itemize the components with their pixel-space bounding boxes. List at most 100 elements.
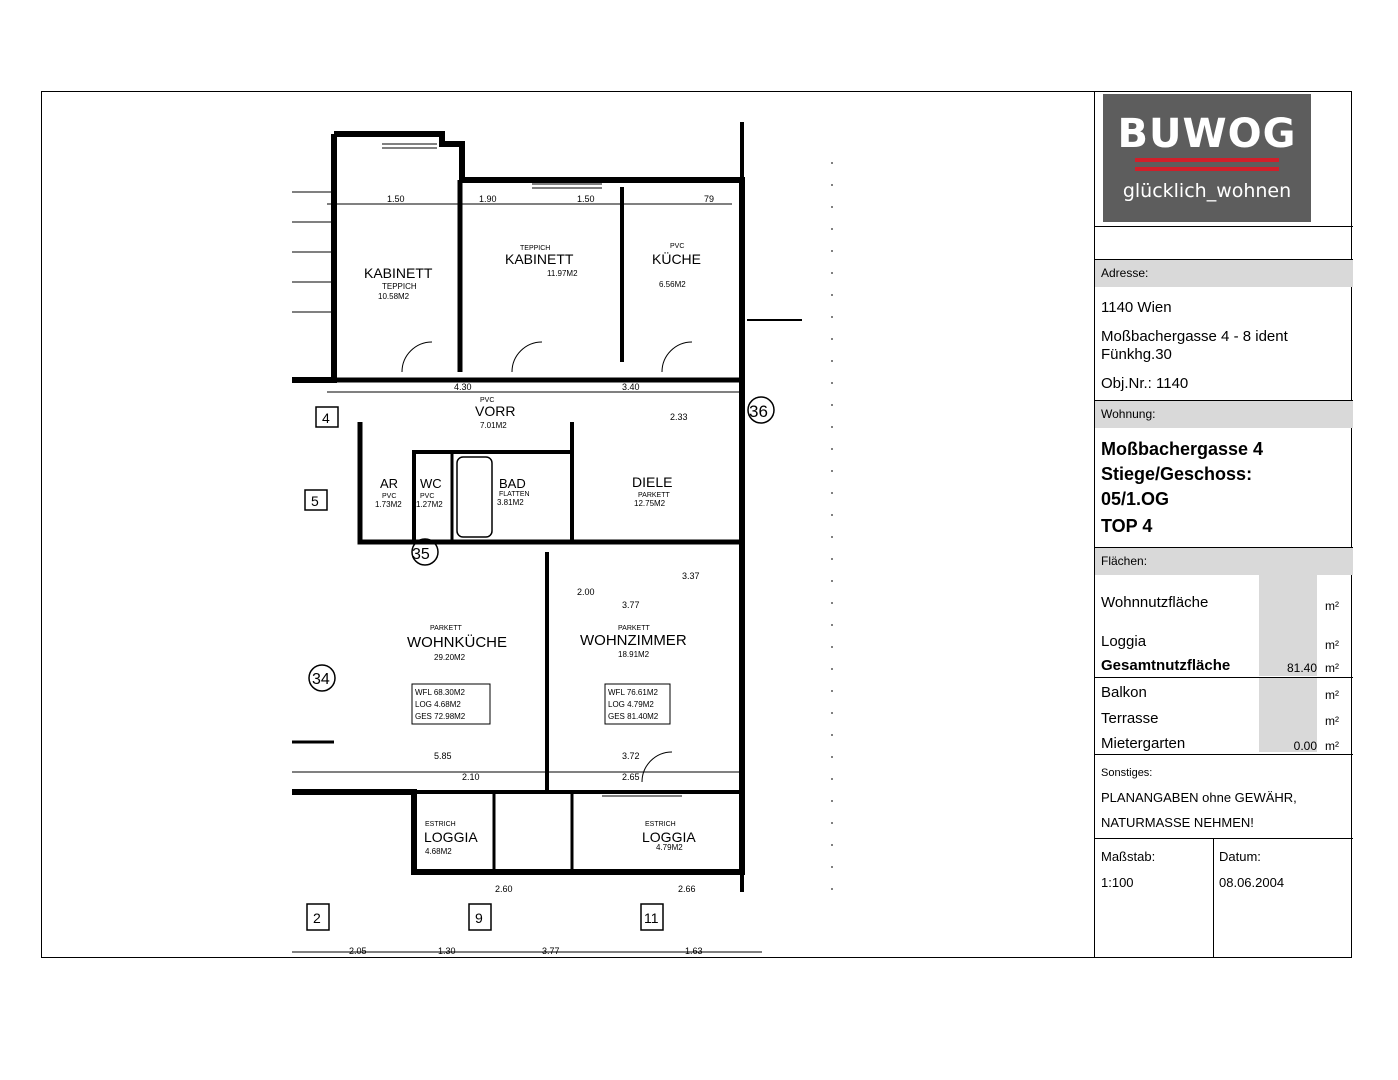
buwog-logo: BUWOG glücklich_wohnen (1103, 94, 1311, 222)
area-label: Loggia (1101, 633, 1147, 650)
dimension: 1.50 (577, 194, 595, 204)
dimension: 4.30 (454, 382, 472, 392)
apartment-top: TOP 4 (1101, 516, 1153, 536)
dimension: 3.77 (542, 946, 560, 956)
area-row-wohnnutzflaeche: Wohnnutzfläche m² (1095, 594, 1353, 618)
axis-label: 11 (644, 910, 659, 926)
room-area: 11.97M2 (547, 269, 578, 278)
room-name: WC (420, 476, 442, 491)
area-row-loggia: Loggia m² (1095, 633, 1353, 657)
room-name: KÜCHE (652, 250, 701, 267)
logo-brand: BUWOG (1117, 111, 1297, 157)
apartment-street: Moßbachergasse 4 (1101, 439, 1264, 459)
area-unit: m² (1325, 599, 1339, 613)
divider (1095, 259, 1353, 260)
room-area: 4.79M2 (656, 843, 683, 852)
room-floor: TEPPICH (520, 245, 550, 252)
area-row-balkon: Balkon m² (1095, 684, 1353, 708)
room-floor: PARKETT (430, 625, 462, 632)
scale-value: 1:100 (1101, 875, 1134, 890)
divider (1095, 547, 1353, 548)
unit-number: 34 (312, 671, 330, 688)
room-floor: FLATTEN (499, 491, 530, 498)
divider (1095, 677, 1353, 678)
area-label: Gesamtnutzfläche (1101, 657, 1231, 674)
room-name: WOHNZIMMER (580, 632, 687, 649)
axis-label: 2 (313, 910, 321, 926)
divider (1095, 838, 1353, 839)
room-name: VORR (475, 403, 515, 419)
room-area: 12.75M2 (634, 499, 666, 508)
dimension: 5.85 (434, 751, 452, 761)
misc-disclaimer: PLANANGABEN ohne GEWÄHR, (1101, 790, 1297, 805)
area-label: Wohnnutzfläche (1101, 594, 1209, 611)
floor-plan: KABINETT TEPPICH 10.58M2 TEPPICH KABINET… (42, 92, 1094, 958)
scale-header: Maßstab: (1101, 849, 1156, 864)
room-area: 6.56M2 (659, 280, 686, 289)
summary-left-line: WFL 68.30M2 (415, 688, 465, 697)
axis-label: 9 (475, 910, 483, 926)
room-name: DIELE (632, 474, 672, 490)
area-row-gesamtnutzflaeche: Gesamtnutzfläche 81.40 m² (1095, 657, 1353, 681)
divider (1095, 754, 1353, 755)
room-area: 10.58M2 (378, 292, 410, 301)
room-name: KABINETT (505, 251, 574, 267)
apartment-stair-label: Stiege/Geschoss: (1101, 464, 1253, 484)
dimension: 3.72 (622, 751, 640, 761)
room-floor: PARKETT (638, 492, 670, 499)
area-label: Terrasse (1101, 710, 1159, 727)
address-city: 1140 Wien (1101, 299, 1172, 316)
dimension: 79 (704, 194, 714, 204)
room-area: 4.68M2 (425, 847, 452, 856)
dimension: 1.90 (479, 194, 497, 204)
divider (1095, 400, 1353, 401)
misc-note: NATURMASSE NEHMEN! (1101, 815, 1254, 830)
logo-slogan: glücklich_wohnen (1122, 180, 1292, 202)
date-header: Datum: (1219, 849, 1261, 864)
summary-left-line: LOG 4.68M2 (415, 700, 461, 709)
room-floor: TEPPICH (382, 282, 417, 291)
info-panel: BUWOG glücklich_wohnen Adresse: 1140 Wie… (1094, 92, 1353, 958)
divider (1095, 226, 1353, 227)
dimension: 2.33 (670, 412, 688, 422)
room-floor: ESTRICH (645, 821, 676, 828)
area-unit: m² (1325, 714, 1339, 728)
room-floor: PVC (382, 493, 396, 500)
area-value: 0.00 (1293, 739, 1317, 753)
room-area: 29.20M2 (434, 653, 466, 662)
room-floor: ESTRICH (425, 821, 456, 828)
area-unit: m² (1325, 638, 1339, 652)
room-name: KABINETT (364, 265, 433, 281)
area-label: Balkon (1101, 684, 1147, 701)
summary-right-line: WFL 76.61M2 (608, 688, 658, 697)
unit-number: 36 (749, 402, 768, 421)
apartment-floor: 05/1.OG (1101, 489, 1170, 509)
misc-header: Sonstiges: (1101, 767, 1153, 779)
dimension: 1.63 (685, 946, 703, 956)
date-value: 08.06.2004 (1219, 875, 1285, 890)
divider (1213, 838, 1214, 958)
room-name: LOGGIA (424, 829, 478, 845)
dimension: 2.00 (577, 587, 595, 597)
room-area: 7.01M2 (480, 421, 507, 430)
area-row-mietergarten: Mietergarten 0.00 m² (1095, 735, 1353, 759)
address-street-2: Fünkhg.30 (1101, 346, 1172, 363)
room-area: 18.91M2 (618, 650, 650, 659)
dimension: 2.66 (678, 884, 696, 894)
unit-number: 5 (311, 493, 319, 509)
room-name: LOGGIA (642, 829, 696, 845)
area-unit: m² (1325, 739, 1339, 753)
room-area: 1.73M2 (375, 500, 402, 509)
room-area: 3.81M2 (497, 498, 524, 507)
area-unit: m² (1325, 688, 1339, 702)
areas-header: Flächen: (1095, 548, 1353, 575)
address-street: Moßbachergasse 4 - 8 ident (1101, 328, 1288, 345)
summary-right-line: LOG 4.79M2 (608, 700, 654, 709)
dimension: 3.77 (622, 600, 640, 610)
room-name: WOHNKÜCHE (407, 633, 507, 651)
dimension: 2.10 (462, 772, 480, 782)
room-floor: PVC (420, 493, 434, 500)
summary-right-line: GES 81.40M2 (608, 712, 659, 721)
dimension: 3.37 (682, 571, 700, 581)
room-floor: PARKETT (618, 625, 650, 632)
